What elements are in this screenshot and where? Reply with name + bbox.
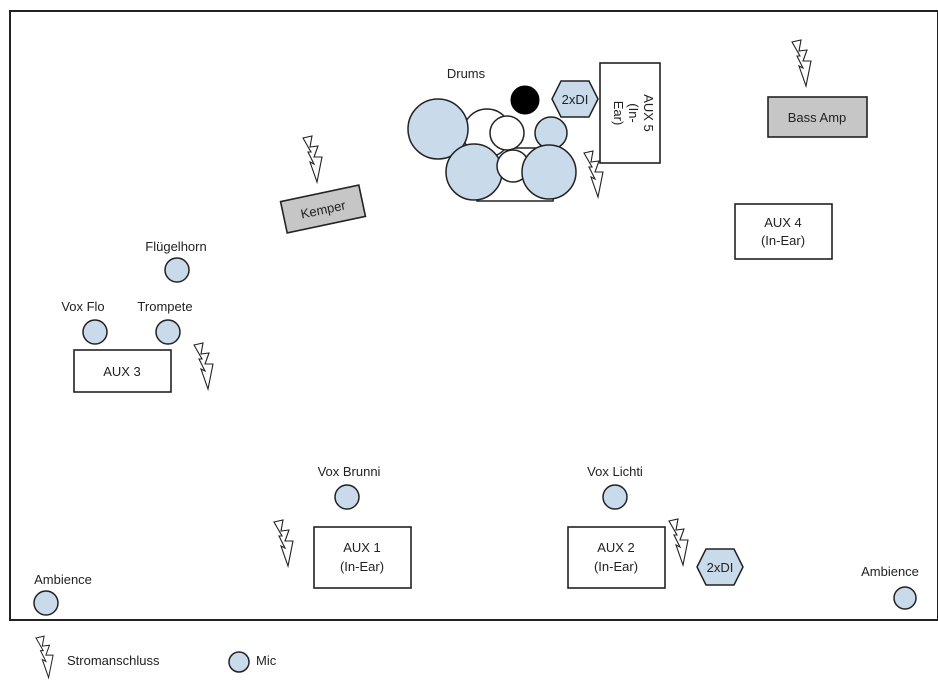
aux5-sub-label-2: Ear) — [611, 101, 626, 126]
mic-trompete — [155, 319, 181, 345]
mic-ambience-right — [893, 586, 917, 610]
di-box-bottom: 2xDI — [696, 548, 744, 586]
drum-cymbal-left — [407, 98, 469, 160]
tom-center — [489, 115, 525, 151]
di-box-top: 2xDI — [551, 80, 599, 118]
drum-throne — [510, 85, 540, 115]
mic-label-fluegelhorn: Flügelhorn — [145, 239, 206, 254]
circle-mic-icon — [228, 651, 250, 673]
aux1-label: AUX 1 — [343, 540, 381, 555]
aux5-sub-label-1: (In- — [626, 103, 641, 123]
legend: Stromanschluss Mic — [35, 635, 277, 679]
mic-ambience-left — [33, 590, 59, 616]
mic-label-vox-lichti: Vox Lichti — [587, 464, 643, 479]
legend-mic-label: Mic — [256, 653, 277, 668]
aux4-label: AUX 4 — [764, 215, 802, 230]
mic-label-ambience-left: Ambience — [34, 572, 92, 587]
mic-vox-flo — [82, 319, 108, 345]
mic-label-trompete: Trompete — [137, 299, 192, 314]
aux3-label: AUX 3 — [103, 364, 141, 379]
bass-amp: Bass Amp — [767, 96, 868, 138]
mic-label-vox-flo: Vox Flo — [61, 299, 104, 314]
drum-kit — [407, 85, 577, 202]
aux3-box: AUX 3 — [73, 349, 172, 393]
mic-vox-lichti — [602, 484, 628, 510]
aux1-sub-label: (In-Ear) — [340, 559, 384, 574]
aux2-sub-label: (In-Ear) — [594, 559, 638, 574]
aux4-sub-label: (In-Ear) — [761, 233, 805, 248]
aux4-box: AUX 4 (In-Ear) — [734, 203, 833, 260]
aux5-label: AUX 5 — [641, 94, 656, 132]
aux1-box: AUX 1 (In-Ear) — [313, 526, 412, 589]
bass-amp-label: Bass Amp — [788, 110, 847, 125]
mic-label-vox-brunni: Vox Brunni — [318, 464, 381, 479]
drums-label: Drums — [447, 66, 486, 81]
kemper-amp: Kemper — [279, 184, 367, 234]
legend-power-label: Stromanschluss — [67, 653, 160, 668]
di-box-top-label: 2xDI — [562, 92, 589, 107]
mic-fluegelhorn — [164, 257, 190, 283]
drum-cymbal-bottom-left — [445, 143, 503, 201]
drum-cymbal-right-small — [534, 116, 568, 150]
di-box-bottom-label: 2xDI — [707, 560, 734, 575]
mic-label-ambience-right: Ambience — [861, 564, 919, 579]
aux2-label: AUX 2 — [597, 540, 635, 555]
lightning-bolt-icon — [35, 635, 54, 679]
aux5-box: AUX 5 (In- Ear) — [599, 62, 661, 164]
mic-vox-brunni — [334, 484, 360, 510]
aux2-box: AUX 2 (In-Ear) — [567, 526, 666, 589]
drum-cymbal-bottom-right — [521, 144, 577, 200]
